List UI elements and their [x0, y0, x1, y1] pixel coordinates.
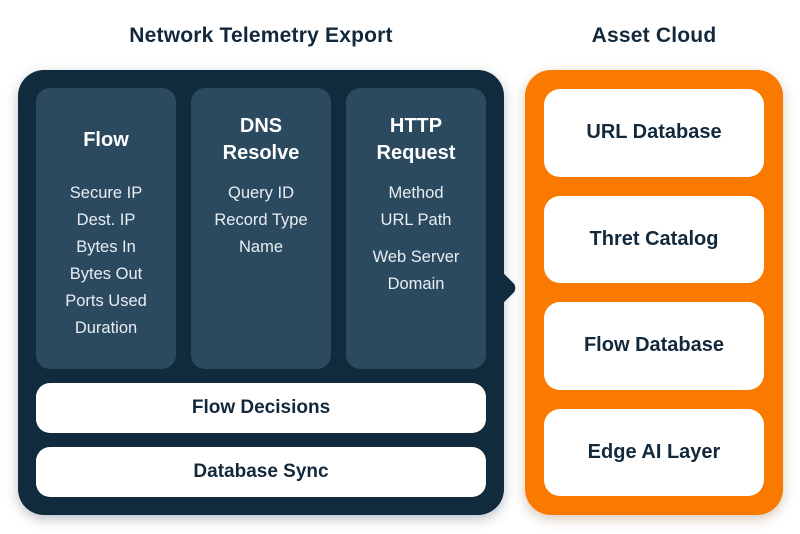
card-http-request-fields: Method URL Path: [352, 180, 480, 234]
telemetry-panel: Flow Secure IP Dest. IP Bytes In Bytes O…: [18, 70, 519, 515]
database-sync-bar: Database Sync: [36, 447, 486, 497]
field-ports-used: Ports Used: [65, 292, 147, 310]
telemetry-panel-title: Network Telemetry Export: [129, 24, 393, 47]
asset-cloud-panel: URL Database Thret Catalog Flow Database…: [525, 70, 783, 515]
field-name: Name: [238, 238, 283, 256]
field-bytes-in: Bytes In: [76, 238, 136, 256]
flow-database-card: Flow Database: [544, 302, 764, 390]
field-duration: Duration: [74, 319, 138, 337]
url-database-card: URL Database: [544, 89, 764, 177]
card-http-request-fields-2: Web Server Domain: [352, 244, 480, 298]
card-flow-fields: Secure IP Dest. IP Bytes In Bytes Out Po…: [42, 180, 170, 342]
telemetry-cards-row: Flow Secure IP Dest. IP Bytes In Bytes O…: [36, 88, 486, 369]
card-flow-title: Flow: [83, 128, 129, 151]
card-dns-resolve-title: DNS Resolve: [222, 115, 300, 164]
card-dns-resolve: DNS Resolve Query ID Record Type Name: [191, 88, 331, 369]
card-flow: Flow Secure IP Dest. IP Bytes In Bytes O…: [36, 88, 176, 369]
card-dns-resolve-fields: Query ID Record Type Name: [197, 180, 325, 261]
field-secure-ip: Secure IP: [69, 184, 143, 202]
field-dest-ip: Dest. IP: [76, 211, 136, 229]
field-method: Method: [388, 184, 444, 202]
field-web-server-domain: Web Server Domain: [372, 248, 460, 293]
field-bytes-out: Bytes Out: [69, 265, 143, 283]
field-record-type: Record Type: [214, 211, 308, 229]
card-http-request: HTTP Request Method URL Path Web Server …: [346, 88, 486, 369]
flow-decisions-bar: Flow Decisions: [36, 383, 486, 433]
card-http-request-title: HTTP Request: [376, 115, 456, 164]
field-query-id: Query ID: [227, 184, 295, 202]
asset-cloud-panel-title: Asset Cloud: [591, 24, 717, 47]
telemetry-panel-body: Flow Secure IP Dest. IP Bytes In Bytes O…: [18, 70, 504, 515]
field-url-path: URL Path: [380, 211, 452, 229]
thret-catalog-card: Thret Catalog: [544, 195, 764, 283]
edge-ai-layer-card: Edge AI Layer: [544, 408, 764, 496]
